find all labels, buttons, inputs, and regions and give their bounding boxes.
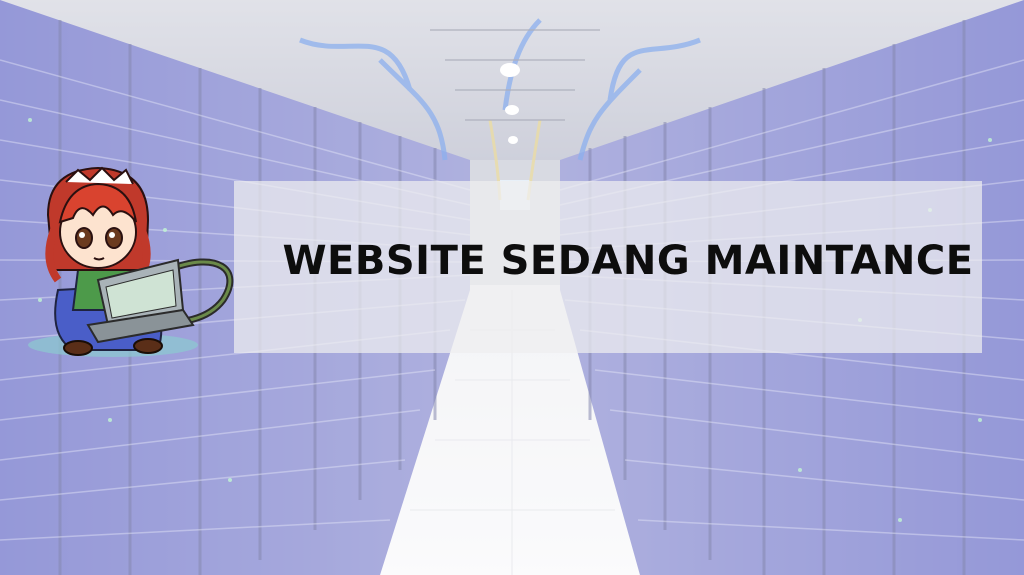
headline-banner [234,181,982,353]
maintenance-headline: WEBSITE SEDANG MAINTANCE [282,238,974,284]
chibi-mascot-with-laptop-icon [28,166,234,357]
